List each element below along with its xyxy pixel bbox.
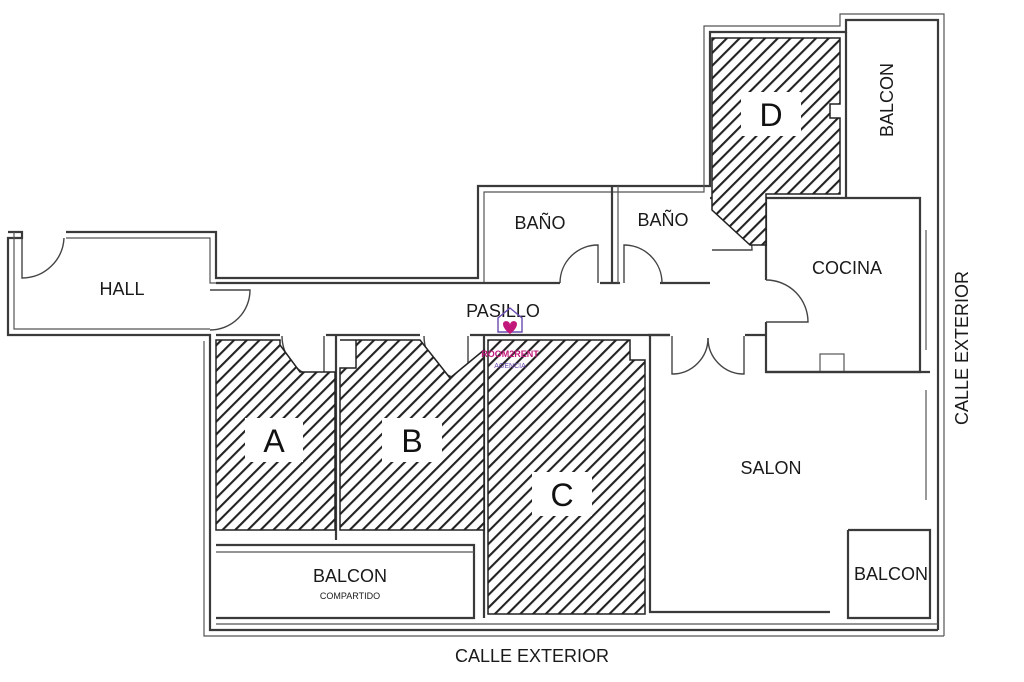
label-balcon-top: BALCON (877, 63, 897, 137)
house-heart-icon (497, 307, 523, 334)
room-labels: HALL PASILLO BAÑO BAÑO COCINA SALON BALC… (99, 63, 928, 601)
label-bano-2: BAÑO (637, 209, 688, 230)
outer-walls (6, 13, 945, 637)
label-room-b: B (401, 423, 422, 459)
bedroom-letters: A B C D (245, 92, 801, 516)
agency-logo: ROOM2RENT AGENCIA (481, 307, 539, 370)
room-d-area (711, 37, 841, 246)
logo-sub: AGENCIA (494, 363, 526, 370)
label-room-a: A (263, 423, 285, 459)
label-street-bottom: CALLE EXTERIOR (455, 646, 609, 666)
label-balcon-shared: BALCON (313, 566, 387, 586)
label-balcon-shared-sub: COMPARTIDO (320, 591, 380, 601)
label-bano-1: BAÑO (514, 212, 565, 233)
label-room-d: D (759, 97, 782, 133)
label-cocina: COCINA (812, 258, 882, 278)
label-salon: SALON (740, 458, 801, 478)
label-street-right: CALLE EXTERIOR (952, 271, 972, 425)
internal-walls (216, 32, 938, 625)
label-pasillo: PASILLO (466, 301, 540, 321)
label-balcon-right: BALCON (854, 564, 928, 584)
logo-name: ROOM2RENT (481, 349, 539, 359)
street-labels: CALLE EXTERIOR CALLE EXTERIOR (455, 271, 972, 666)
label-hall: HALL (99, 279, 144, 299)
label-room-c: C (550, 477, 573, 513)
